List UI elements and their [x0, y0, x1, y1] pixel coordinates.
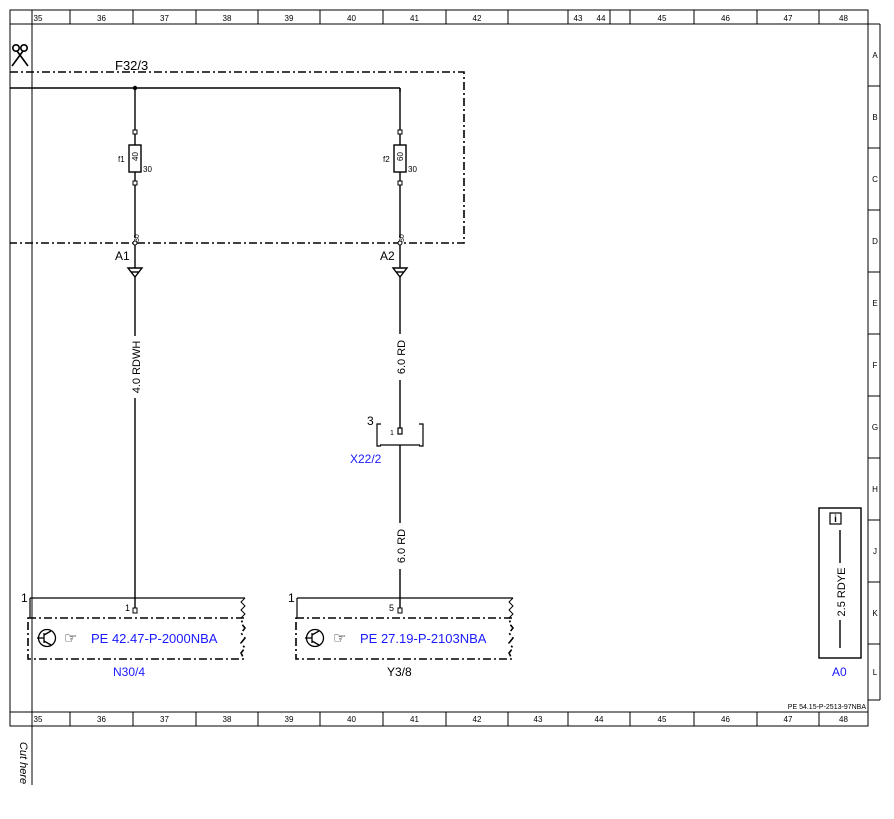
- cut-here-label: Cut here: [17, 742, 29, 784]
- busbar: [10, 87, 401, 92]
- column-label-top: 45: [658, 14, 667, 23]
- row-label: F: [873, 361, 878, 370]
- column-label-bottom: 46: [721, 715, 730, 724]
- transistor-icon: [37, 628, 57, 648]
- row-label: D: [872, 237, 878, 246]
- fuse-f2-name: f2: [383, 155, 390, 164]
- info-box-label[interactable]: A0: [832, 665, 847, 679]
- info-box: [818, 507, 862, 659]
- column-label-top: 44: [597, 14, 606, 23]
- column-label-bottom: 48: [839, 715, 848, 724]
- fuse-f1-out-pin: 30: [134, 234, 141, 242]
- component-y3-8: [295, 597, 515, 660]
- component-y3-8-pin: 5: [389, 603, 394, 613]
- column-label-bottom: 35: [34, 715, 43, 724]
- fuse-f2-out-pin: 30: [399, 234, 406, 242]
- fuse-f1-name: f1: [118, 155, 125, 164]
- column-label-bottom: 43: [534, 715, 543, 724]
- wire-2-upper-label-gap: [394, 334, 406, 380]
- row-label: G: [872, 423, 878, 432]
- column-label-top: 40: [347, 14, 356, 23]
- column-label-bottom: 40: [347, 715, 356, 724]
- row-label: H: [872, 485, 878, 494]
- column-label-bottom: 42: [473, 715, 482, 724]
- fuse-box-boundary: [10, 71, 465, 244]
- fuse-f1-pin: 30: [143, 165, 152, 174]
- connector-x22-2-pin: 1: [390, 430, 394, 437]
- column-label-bottom: 38: [223, 715, 232, 724]
- column-label-top: 35: [34, 14, 43, 23]
- component-y3-8-ref-link[interactable]: PE 27.19-P-2103NBA: [360, 631, 487, 646]
- component-y3-8-corner-number: 1: [288, 591, 295, 605]
- component-y3-8-label[interactable]: Y3/8: [387, 665, 412, 679]
- wire-1-label: 4.0 RDWH: [131, 341, 143, 394]
- column-label-top: 47: [784, 14, 793, 23]
- column-label-bottom: 45: [658, 715, 667, 724]
- column-label-top: 41: [410, 14, 419, 23]
- column-label-bottom: 44: [595, 715, 604, 724]
- connector-a2-arrow: [391, 267, 409, 279]
- row-label: J: [873, 547, 877, 556]
- fuse-f2-rating: 60: [396, 152, 405, 161]
- column-dividers: [69, 10, 820, 726]
- wire-2-lower-label: 6.0 RD: [396, 529, 408, 563]
- connector-a1-arrow: [126, 267, 144, 279]
- row-label: C: [872, 175, 878, 184]
- row-dividers: [868, 85, 880, 645]
- document-reference: PE 54.15-P-2513-97NBA: [788, 704, 867, 711]
- column-label-bottom: 37: [160, 715, 169, 724]
- fuse-f2-pin: 30: [408, 165, 417, 174]
- column-label-bottom: 41: [410, 715, 419, 724]
- column-label-top: 43: [574, 14, 583, 23]
- column-labels-top: 35 36 37 38 39 40 41 42 43 44 45 46 47 48: [34, 14, 849, 23]
- column-label-bottom: 39: [285, 715, 294, 724]
- row-label: E: [872, 299, 877, 308]
- row-label: K: [872, 609, 878, 618]
- component-n30-4-ref-link[interactable]: PE 42.47-P-2000NBA: [91, 631, 218, 646]
- column-label-top: 39: [285, 14, 294, 23]
- svg-text:i: i: [834, 514, 837, 525]
- column-label-top: 42: [473, 14, 482, 23]
- column-label-bottom: 36: [97, 715, 106, 724]
- transistor-icon: [305, 628, 325, 648]
- sheet-frame: [9, 9, 881, 785]
- component-n30-4-corner-number: 1: [21, 591, 28, 605]
- hand-pointer-icon: ☞: [333, 630, 346, 647]
- column-label-bottom: 47: [784, 715, 793, 724]
- component-n30-4-pin: 1: [125, 603, 130, 613]
- component-n30-4: [27, 597, 247, 660]
- column-label-top: 36: [97, 14, 106, 23]
- column-label-top: 46: [721, 14, 730, 23]
- component-n30-4-label[interactable]: N30/4: [113, 665, 145, 679]
- column-label-top: 48: [839, 14, 848, 23]
- info-box-wire-label: 2.5 RDYE: [836, 568, 848, 617]
- column-labels-bottom: 35 36 37 38 39 40 41 42 43 44 45 46 47 48: [34, 715, 849, 724]
- connector-x22-2-number: 3: [367, 414, 374, 428]
- wire-1-label-gap: [129, 336, 141, 398]
- connector-x22-2-label[interactable]: X22/2: [350, 452, 382, 466]
- column-label-top: 37: [160, 14, 169, 23]
- fuse-box-label: F32/3: [115, 58, 148, 73]
- fuse-f1-rating: 40: [131, 152, 140, 161]
- row-label: B: [872, 113, 877, 122]
- wire-2-lower-label-gap: [394, 523, 406, 569]
- row-label: L: [873, 668, 878, 677]
- row-labels: A B C D E F G H J K L: [872, 51, 878, 677]
- fuse-f1: [128, 88, 142, 268]
- wire-2-upper-label: 6.0 RD: [396, 340, 408, 374]
- hand-pointer-icon: ☞: [64, 630, 77, 647]
- column-label-top: 38: [223, 14, 232, 23]
- fuse-f2: [393, 88, 407, 268]
- info-icon[interactable]: i: [829, 512, 842, 525]
- row-label: A: [872, 51, 878, 60]
- connector-a1-label: A1: [115, 249, 130, 263]
- scissors-icon[interactable]: [11, 43, 29, 67]
- connector-a2-label: A2: [380, 249, 395, 263]
